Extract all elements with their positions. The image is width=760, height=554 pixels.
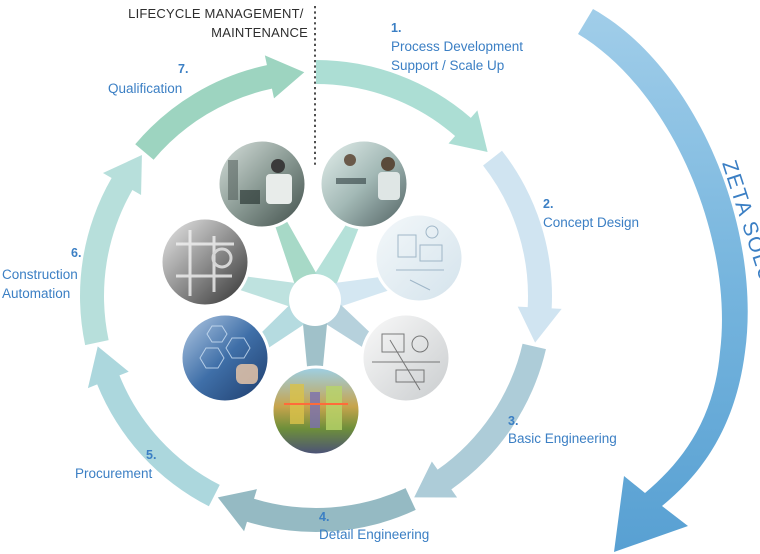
plant-tablet-photo [216,138,308,230]
svg-text:6.: 6. [71,246,81,260]
svg-text:Support / Scale Up: Support / Scale Up [391,58,504,73]
piping-construction-photo [159,216,251,308]
lab-engineers-photo [318,138,410,230]
step-4-label: 4. Detail Engineering [319,510,429,542]
step-5-label: 5. Procurement [75,448,156,481]
svg-text:5.: 5. [146,448,156,462]
cycle-arrow-step-5 [87,346,220,507]
svg-text:Concept Design: Concept Design [543,215,639,230]
cycle-arrow-step-6 [79,155,142,346]
svg-text:7.: 7. [178,62,188,76]
star-center [289,274,341,326]
cycle-ring [79,55,562,532]
detail-engineering-3d-model-photo [270,365,362,457]
lifecycle-label: LIFECYCLE MANAGEMENT/ MAINTENANCE [128,5,308,40]
svg-text:4.: 4. [319,510,329,524]
cycle-arrow-step-2 [483,150,562,343]
svg-text:Basic Engineering: Basic Engineering [508,431,617,446]
step-1-label: 1. Process Development Support / Scale U… [391,21,523,73]
cycle-arrow-step-4 [217,488,416,532]
svg-text:Construction: Construction [2,267,78,282]
specification-touchscreen-photo [179,312,271,404]
solution-path-arrow [578,9,748,552]
svg-text:2.: 2. [543,197,553,211]
svg-text:Automation: Automation [2,286,70,301]
step-7-label: 7. Qualification [108,62,188,96]
svg-text:Qualification: Qualification [108,81,182,96]
photo-circles [159,138,465,457]
step-6-label: 6. Construction Automation [2,246,81,301]
cycle-arrow-step-7 [135,55,305,160]
cycle-arrow-step-1 [316,60,488,153]
svg-text:3.: 3. [508,414,518,428]
svg-text:Detail Engineering: Detail Engineering [319,527,429,542]
step-3-label: 3. Basic Engineering [508,414,617,446]
svg-text:Procurement: Procurement [75,466,153,481]
cycle-arrow-step-3 [414,343,546,498]
svg-text:1.: 1. [391,21,401,35]
svg-text:Process Development: Process Development [391,39,523,54]
basic-engineering-drawing-photo [360,312,452,404]
concept-sketch-photo [373,212,465,304]
step-2-label: 2. Concept Design [543,197,639,230]
